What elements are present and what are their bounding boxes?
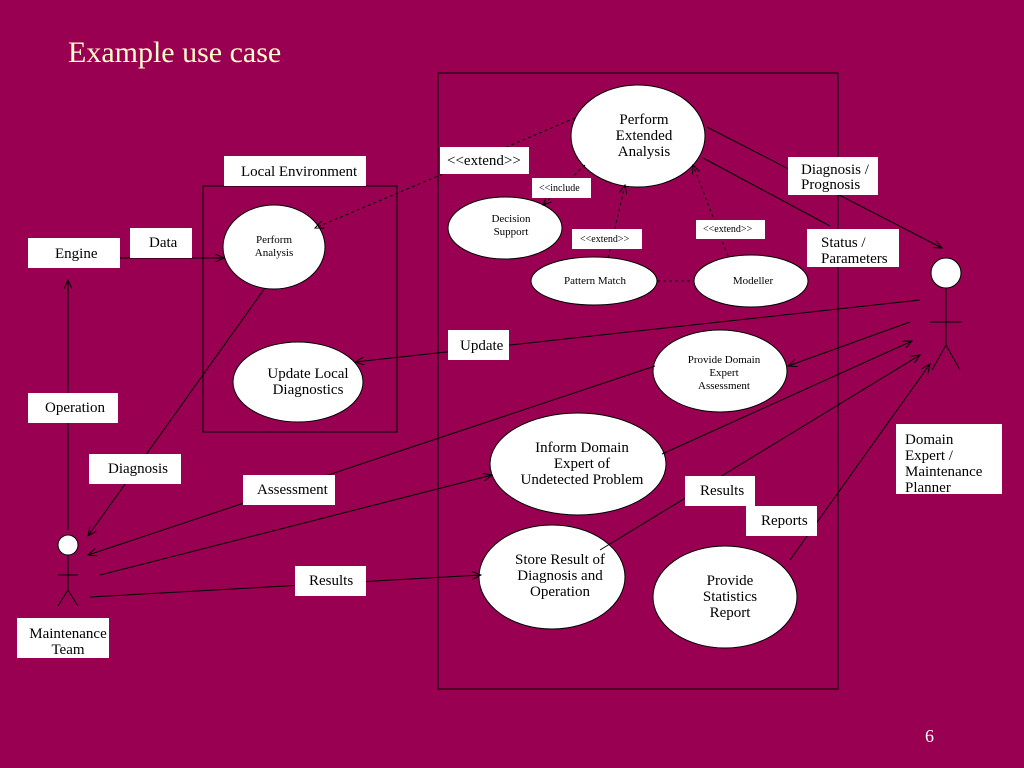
maintenance-team-actor — [57, 534, 79, 607]
data-label: Data — [130, 228, 192, 258]
perform-analysis-ellipse — [222, 204, 326, 290]
inform-domain-expert-use-case: Inform Domain Expert of Undetected Probl… — [520, 440, 644, 488]
inform-domain-expert-ellipse — [489, 412, 667, 516]
store-result-use-case: Store Result of Diagnosis and Operation — [515, 552, 605, 600]
provide-statistics-report-ellipse — [652, 545, 798, 649]
operation-label: Operation — [28, 393, 118, 423]
assessment-label: Assessment — [243, 475, 335, 505]
reports-label: Reports — [746, 506, 817, 536]
page-number: 6 — [925, 726, 934, 746]
domain-expert-actor — [930, 257, 962, 371]
perform-extended-analysis-use-case: Perform Extended Analysis — [615, 112, 673, 160]
domain-expert-label: Domain Expert / Maintenance Planner — [896, 424, 1002, 496]
provide-domain-expert-assessment-use-case: Provide Domain Expert Assessment — [687, 353, 761, 392]
provide-domain-expert-assessment-ellipse — [652, 329, 788, 413]
status-parameters-label: Status / Parameters — [807, 229, 899, 267]
local-environment-label: Local Environment — [224, 156, 366, 186]
update-label: Update — [448, 330, 509, 360]
pattern-match-use-case: Pattern Match — [563, 274, 626, 287]
perform-extended-analysis-ellipse — [570, 84, 706, 188]
local-environment-boundary — [202, 185, 398, 433]
system-boundary — [437, 72, 839, 690]
extend-stereotype-main: <<extend>> — [440, 147, 529, 174]
diagnosis-label: Diagnosis — [89, 454, 181, 484]
update-local-diagnostics-use-case: Update Local Diagnostics — [267, 366, 349, 398]
results-label-left: Results — [295, 566, 366, 596]
include-stereotype: <<include — [532, 178, 591, 198]
maintenance-team-label: Maintenance Team — [17, 618, 109, 658]
extend-stereotype-pattern: <<extend>> — [572, 229, 642, 249]
decision-support-use-case: Decision Support — [491, 213, 531, 238]
results-label-right: Results — [685, 476, 755, 506]
modeller-use-case: Modeller — [732, 274, 774, 287]
slide-title: Example use case — [68, 36, 282, 69]
update-local-diagnostics-ellipse — [232, 341, 364, 423]
engine-actor-label: Engine — [28, 238, 120, 268]
perform-analysis-use-case: Perform Analysis — [254, 234, 294, 259]
decision-support-ellipse — [447, 196, 563, 260]
diagnosis-prognosis-label: Diagnosis / Prognosis — [788, 157, 878, 195]
extend-stereotype-modeller: <<extend>> — [696, 220, 765, 239]
provide-statistics-report-use-case: Provide Statistics Report — [702, 573, 758, 621]
